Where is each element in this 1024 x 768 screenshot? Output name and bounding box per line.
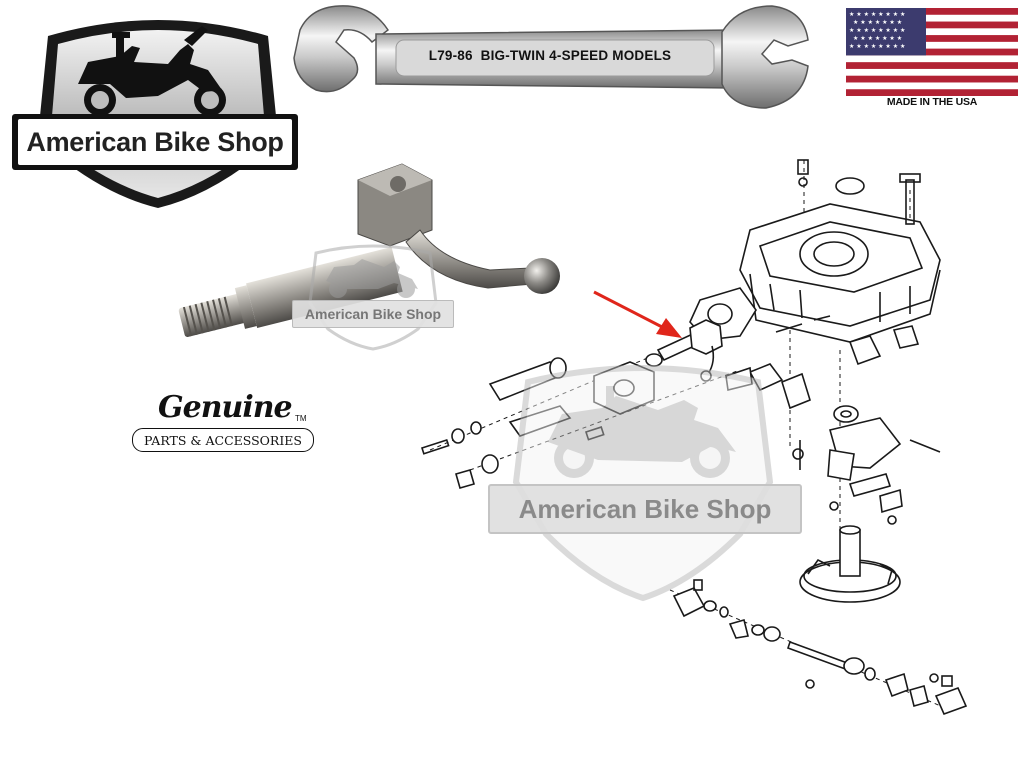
exploded-parts-diagram bbox=[410, 150, 970, 762]
svg-text:★ ★ ★ ★ ★ ★ ★ ★: ★ ★ ★ ★ ★ ★ ★ ★ bbox=[849, 27, 905, 34]
svg-text:★ ★ ★ ★ ★ ★ ★ ★: ★ ★ ★ ★ ★ ★ ★ ★ bbox=[849, 43, 905, 50]
watermark-large: American Bike Shop bbox=[478, 362, 808, 602]
parts-accessories-text: PARTS & ACCESSORIES bbox=[144, 432, 302, 448]
genuine-script-text: Genuine bbox=[158, 390, 293, 425]
watermark-shield-icon bbox=[308, 244, 438, 351]
watermark-large-shield-icon bbox=[512, 365, 774, 602]
svg-text:★ ★ ★ ★ ★ ★ ★ ★: ★ ★ ★ ★ ★ ★ ★ ★ bbox=[849, 11, 905, 18]
usa-flag: ★ ★ ★ ★ ★ ★ ★ ★ ★ ★ ★ ★ ★ ★ ★ ★ ★ ★ ★ ★ … bbox=[846, 8, 1018, 96]
shift-shaft-parts bbox=[672, 579, 968, 716]
logo-banner: American Bike Shop bbox=[12, 114, 298, 170]
watermark-large-text: American Bike Shop bbox=[488, 484, 802, 534]
watermark-small-text: American Bike Shop bbox=[292, 300, 454, 328]
arrow-pointer-icon bbox=[593, 290, 682, 338]
motorcycle-silhouette-icon bbox=[78, 26, 226, 116]
usa-flag-icon: ★ ★ ★ ★ ★ ★ ★ ★ ★ ★ ★ ★ ★ ★ ★ ★ ★ ★ ★ ★ … bbox=[846, 8, 1018, 96]
red-pointer-arrow bbox=[588, 286, 688, 344]
transmission-exploded-view bbox=[420, 159, 968, 716]
trademark-mark: TM bbox=[295, 414, 307, 423]
watermark-small: American Bike Shop bbox=[288, 243, 458, 351]
wrench-graphic bbox=[292, 0, 812, 118]
shifter-mechanism-parts bbox=[725, 315, 941, 525]
wrench-icon bbox=[293, 5, 809, 109]
shifter-drum-part bbox=[799, 525, 901, 603]
brand-name: American Bike Shop bbox=[26, 126, 284, 157]
genuine-parts-logo: Genuine TM PARTS & ACCESSORIES bbox=[128, 388, 323, 468]
transmission-cover-part bbox=[739, 159, 941, 343]
wrench-model-label: L79-86 BIG-TWIN 4-SPEED MODELS bbox=[428, 48, 672, 63]
svg-text:★ ★ ★ ★ ★ ★ ★: ★ ★ ★ ★ ★ ★ ★ bbox=[853, 35, 902, 42]
parts-accessories-badge: PARTS & ACCESSORIES bbox=[132, 428, 314, 452]
made-in-usa-caption: MADE IN THE USA bbox=[886, 96, 978, 108]
svg-text:★ ★ ★ ★ ★ ★ ★: ★ ★ ★ ★ ★ ★ ★ bbox=[853, 19, 902, 26]
american-bike-shop-logo: American Bike Shop bbox=[8, 6, 298, 208]
